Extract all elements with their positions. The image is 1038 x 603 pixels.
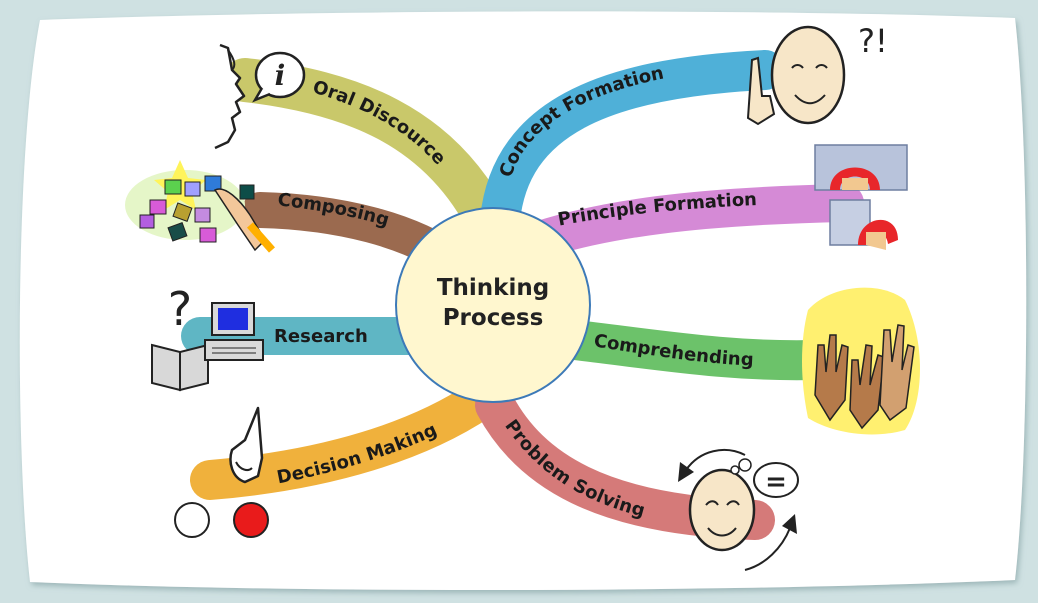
face-cycle-arrows-icon: = (678, 449, 799, 571)
speaking-face-info-icon: i (214, 43, 306, 150)
center-title-line1: Thinking (437, 275, 549, 301)
branch-concept-ribbon (480, 50, 785, 240)
question-mark: ? (168, 282, 192, 336)
question-exclaim-mark: ?! (858, 22, 888, 60)
center-title-line2: Process (443, 305, 544, 331)
book-computer-icon: ? (151, 282, 264, 392)
branch-comprehending-ribbon (555, 320, 835, 381)
thinking-face-icon: ?! (746, 22, 888, 126)
info-letter: i (275, 59, 286, 92)
center-node: Thinking Process (395, 207, 591, 403)
equals-sign: = (765, 467, 787, 497)
branch-research-label: Research (274, 326, 368, 347)
puzzle-pieces-icon (814, 144, 908, 250)
arranging-cards-icon (125, 160, 276, 253)
raised-hands-icon (802, 287, 920, 435)
hand-choosing-circles-icon (174, 406, 269, 538)
